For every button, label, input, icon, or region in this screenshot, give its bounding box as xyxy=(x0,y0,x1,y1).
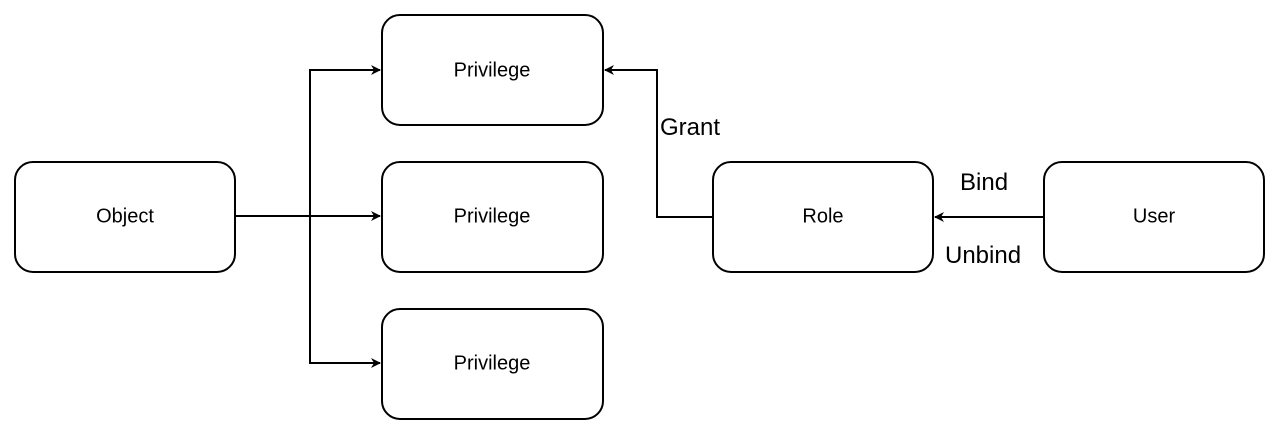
node-privilege-bottom-box xyxy=(381,308,604,420)
node-privilege-bottom-label: Privilege xyxy=(454,352,531,374)
edge-label-grant: Grant xyxy=(660,114,720,141)
node-privilege-bottom[interactable]: Privilege xyxy=(381,308,604,420)
node-privilege-middle-box xyxy=(381,161,604,273)
node-user[interactable]: User xyxy=(1043,161,1265,273)
node-object[interactable]: Object xyxy=(14,161,236,273)
edge-label-bind: Bind xyxy=(960,169,1008,196)
node-privilege-top-box xyxy=(381,14,604,126)
edge-role-to-privilege-grant xyxy=(604,65,713,218)
node-privilege-middle[interactable]: Privilege xyxy=(381,161,604,273)
edge-object-to-privilege-bottom xyxy=(235,215,381,368)
node-role-box xyxy=(712,161,934,273)
node-privilege-top-label: Privilege xyxy=(454,59,531,81)
node-user-label: User xyxy=(1133,205,1176,227)
node-role-label: Role xyxy=(802,205,843,227)
node-role[interactable]: Role xyxy=(712,161,934,273)
node-user-box xyxy=(1043,161,1265,273)
edge-label-unbind: Unbind xyxy=(945,242,1021,269)
node-object-box xyxy=(14,161,236,273)
edge-object-to-privilege-top xyxy=(235,65,381,217)
node-object-label: Object xyxy=(96,205,154,227)
node-privilege-top[interactable]: Privilege xyxy=(381,14,604,126)
edges xyxy=(235,65,1044,368)
node-privilege-middle-label: Privilege xyxy=(454,205,531,227)
